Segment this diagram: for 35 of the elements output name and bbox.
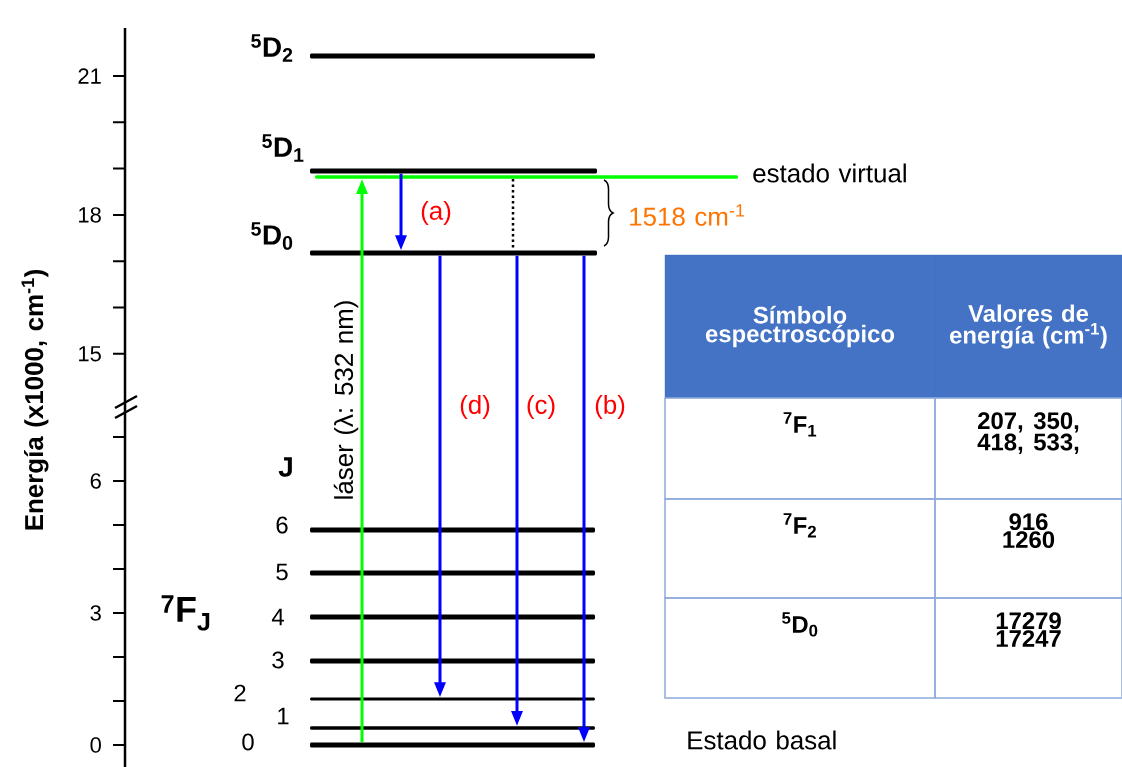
edge-label: (d) (458, 393, 492, 421)
table-header-cell: Símbolo espectroscópico (664, 254, 936, 399)
level-label: 2 (234, 684, 246, 702)
table-cell: 17279 17247 (934, 597, 1122, 699)
edge-label: láser (λ: 532 nm) (332, 298, 360, 502)
tick-label: 6 (90, 473, 101, 489)
tick-label: 0 (90, 737, 101, 753)
level-label: 5 (276, 563, 288, 581)
tick-label: 15 (79, 346, 101, 362)
table-cell: $^{5}$D$_{0}$ (664, 597, 936, 699)
level-label: Estado basal (688, 730, 836, 750)
edge-label: (c) (524, 393, 558, 421)
energy-gap-label: 1518 cm$^{-1}$ (630, 204, 745, 226)
level-label: $^{5}$D$_{0}$ (251, 222, 293, 250)
tick-label: 21 (78, 68, 101, 84)
quantum-number-label: J (278, 457, 292, 477)
level-label: 0 (242, 733, 254, 751)
level-label: estado virtual (753, 163, 906, 183)
edge-label: (a) (419, 199, 453, 227)
axis-title: Energía (x1000, cm$^{-1}$) (21, 269, 49, 530)
table-cell: 916 1260 (934, 498, 1122, 599)
tick-label: 18 (79, 207, 101, 223)
level-label: 4 (271, 608, 284, 626)
table-cell: 207, 350, 418, 533, (934, 397, 1122, 500)
level-label: $^{5}$D$_{2}$ (251, 34, 293, 62)
level-label: 3 (272, 651, 284, 669)
level-label: 6 (276, 516, 288, 534)
tick-label: 3 (90, 605, 101, 621)
table-header-cell: Valores de energía (cm$^{-1}$) (934, 254, 1122, 399)
table-cell: $^{7}$F$_{2}$ (664, 498, 936, 599)
edge-label: (b) (593, 393, 627, 421)
term-symbol: $^{7}$F$_{J}$ (161, 595, 210, 631)
table-cell: $^{7}$F$_{1}$ (664, 397, 936, 500)
level-label: 1 (278, 707, 289, 725)
level-label: $^{5}$D$_{1}$ (262, 134, 304, 162)
